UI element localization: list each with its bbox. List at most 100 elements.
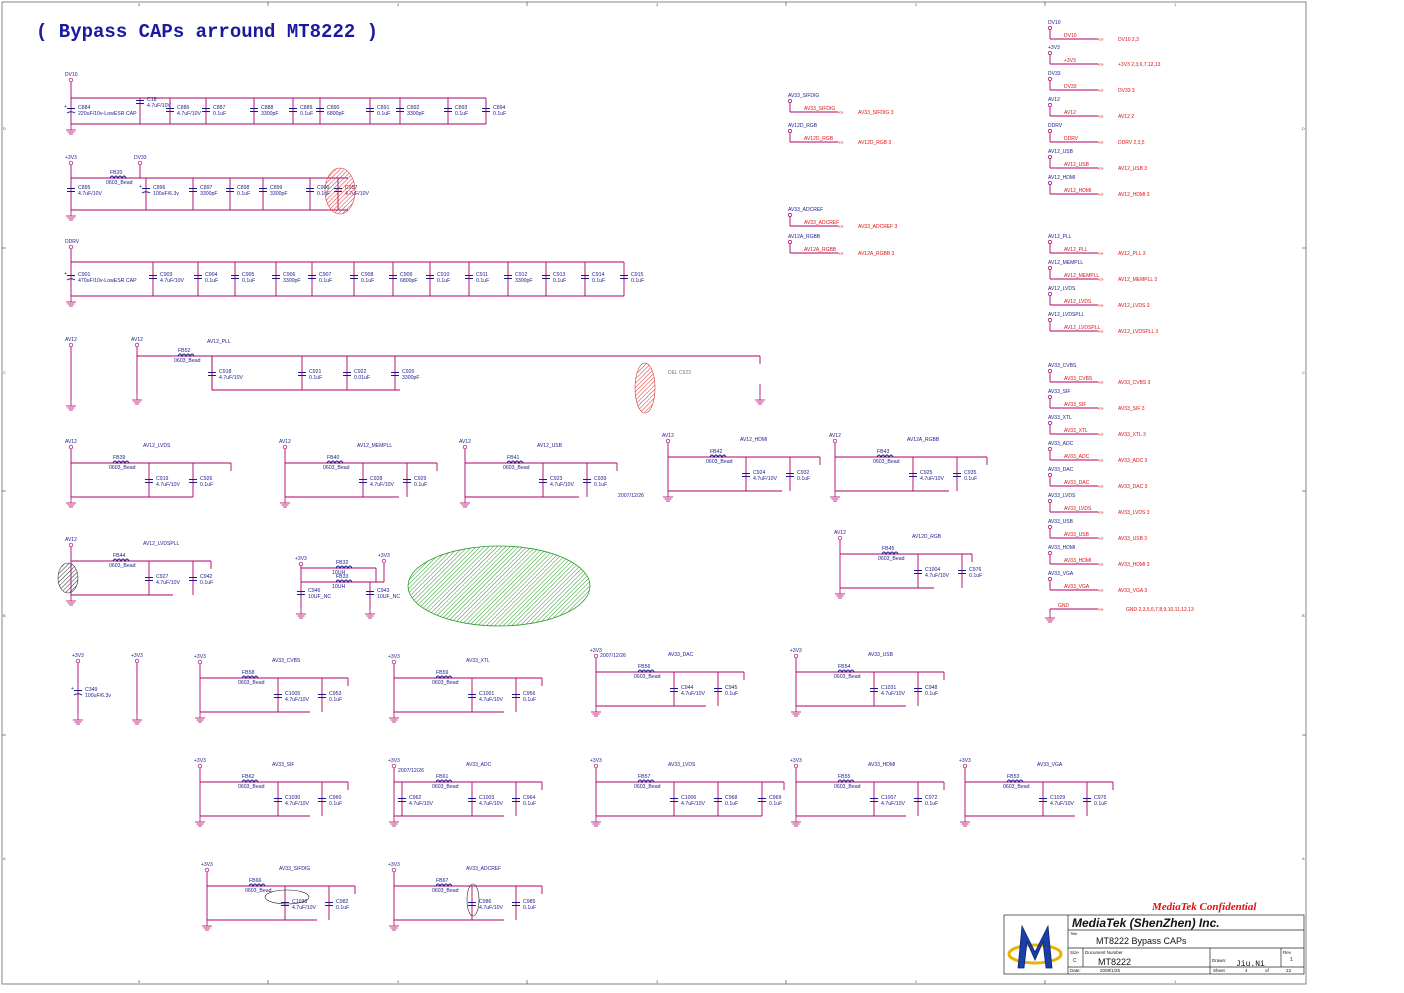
capacitor-ref: C926 (200, 476, 213, 482)
port-name: AV12_HDMI (1064, 188, 1091, 194)
net-label: AV12_PLL (207, 339, 231, 345)
port-reference: DV10 2,3 (1118, 37, 1139, 43)
port-pin (1048, 421, 1052, 425)
capacitor-ref: C915 (631, 272, 644, 278)
capacitor-plate-curved (66, 278, 76, 281)
port-pin (1048, 77, 1052, 81)
capacitor-value: 4.7uF/10V (78, 191, 102, 197)
port-name: AV33_VGA (1064, 584, 1090, 590)
capacitor-ref: C920 (402, 369, 415, 375)
sheet-total: 13 (1286, 968, 1292, 973)
port-pin (1048, 447, 1052, 451)
port-net-label: AV33_CVBS (1048, 363, 1077, 369)
polarity-mark: + (64, 271, 67, 277)
port-net-label: AV33_ADC (1048, 441, 1074, 447)
capacitor-value: 0.1uF (553, 278, 566, 284)
capacitor-value: 0.1uF (414, 482, 427, 488)
capacitor-ref: C893 (455, 105, 468, 111)
bead-ref: FB61 (436, 774, 449, 780)
port-pin (1048, 551, 1052, 555)
date-note: 2007/12/26 (398, 768, 424, 774)
bead-ref: FB56 (638, 664, 651, 670)
port-name: GND (1058, 603, 1070, 609)
sheet-value: 4 (1245, 968, 1248, 973)
capacitor-value: 4.7uF/10V (156, 482, 180, 488)
capacitor-value: 4.7uF/10V (479, 697, 503, 703)
bead-ref: FB45 (882, 546, 895, 552)
power-pin (137, 160, 143, 166)
port-net-label: AV33_SIFDIG (788, 93, 819, 99)
port-name: AV12_LVDSPLL (1064, 325, 1100, 331)
net-label: AV12_USB (537, 443, 563, 449)
port-arrows: «» (1098, 380, 1104, 386)
port-reference: +3V3 2,3,6,7,12,13 (1118, 62, 1161, 68)
capacitor-value: 4.7uF/10V (479, 905, 503, 911)
capacitor-value: 0.1uF (592, 278, 605, 284)
port-arrows: «» (1098, 562, 1104, 568)
capacitor-ref: C1007 (881, 795, 896, 801)
title-label: Title (1070, 931, 1078, 936)
bead-value: 0603_Bead (323, 465, 350, 471)
net-label: AV33_SIF (272, 762, 294, 768)
power-pin (391, 763, 397, 769)
capacitor-ref: C890 (327, 105, 340, 111)
polarity-mark: + (139, 184, 142, 190)
bead-value: 0603_Bead (432, 680, 459, 686)
capacitor-value: 0.1uF (1094, 801, 1107, 807)
capacitor-ref: C976 (969, 567, 982, 573)
frame-column-number: 4 (397, 2, 400, 7)
capacitor-ref: C928 (370, 476, 383, 482)
capacitor-value: 0.1uF (725, 691, 738, 697)
capacitor-ref: C962 (409, 795, 422, 801)
port-pin (1048, 292, 1052, 296)
power-net-label: +3V3 (65, 155, 77, 161)
port-reference: AV12_PLL 3 (1118, 251, 1146, 257)
bead-value: 0603_Bead (503, 465, 530, 471)
port-pin (1048, 318, 1052, 322)
port-net-label: AV12_PLL (1048, 234, 1072, 240)
port-net-label: AV12 (1048, 97, 1060, 103)
port-pin (1048, 266, 1052, 270)
company-logo (1007, 924, 1063, 969)
frame-row-letter: A (1302, 856, 1305, 861)
net-label: AV12_LVDS (143, 443, 171, 449)
capacitor-value: 4.7uF/10V (345, 191, 369, 197)
net-label: AV33_ADC (466, 762, 492, 768)
capacitor-ref: C935 (964, 470, 977, 476)
capacitor-ref: C969 (769, 795, 782, 801)
power-net-label: DV33 (134, 155, 147, 161)
capacitor-ref: C891 (377, 105, 390, 111)
capacitor-value: 100uF/6.3v (153, 191, 179, 197)
ferrite-bead (837, 669, 855, 674)
power-net-label: +3V3 (790, 648, 802, 654)
port-arrows: «» (1098, 510, 1104, 516)
port-reference: AV33_VGA 3 (1118, 588, 1147, 594)
frame-row-letter: D (3, 126, 6, 131)
frame-row-letter: B (3, 613, 6, 618)
port-arrows: «» (838, 140, 844, 146)
port-net-label: AV33_SIF (1048, 389, 1070, 395)
port-reference: AV12_LVDSPLL 3 (1118, 329, 1158, 335)
power-pin (391, 867, 397, 873)
size-label: Size (1070, 950, 1079, 955)
bead-value: 0603_Bead (834, 784, 861, 790)
selection-ellipse (466, 883, 480, 917)
drawn-label: Drawn: (1212, 958, 1226, 963)
bead-value: 0603_Bead (109, 465, 136, 471)
capacitor-ref: C889 (300, 105, 313, 111)
net-label: AV33_USB (868, 652, 894, 658)
ferrite-bead (709, 454, 727, 459)
port-pin (1048, 129, 1052, 133)
capacitor-value: 0.1uF (797, 476, 810, 482)
capacitor-ref: C975 (1094, 795, 1107, 801)
port-name: AV33_ADC (1064, 454, 1090, 460)
ferrite-bead (1006, 779, 1024, 784)
frame-column-number: 3 (656, 979, 659, 984)
capacitor-value: 4.7uF/10V (550, 482, 574, 488)
capacitor-value: 4.7uF/10V (292, 905, 316, 911)
date-note: 2007/12/26 (600, 653, 626, 659)
bead-value: 0603_Bead (1003, 784, 1030, 790)
power-net-label: +3V3 (590, 758, 602, 764)
port-pin (788, 129, 792, 133)
capacitor-value: 4.7uF/10V (1050, 801, 1074, 807)
